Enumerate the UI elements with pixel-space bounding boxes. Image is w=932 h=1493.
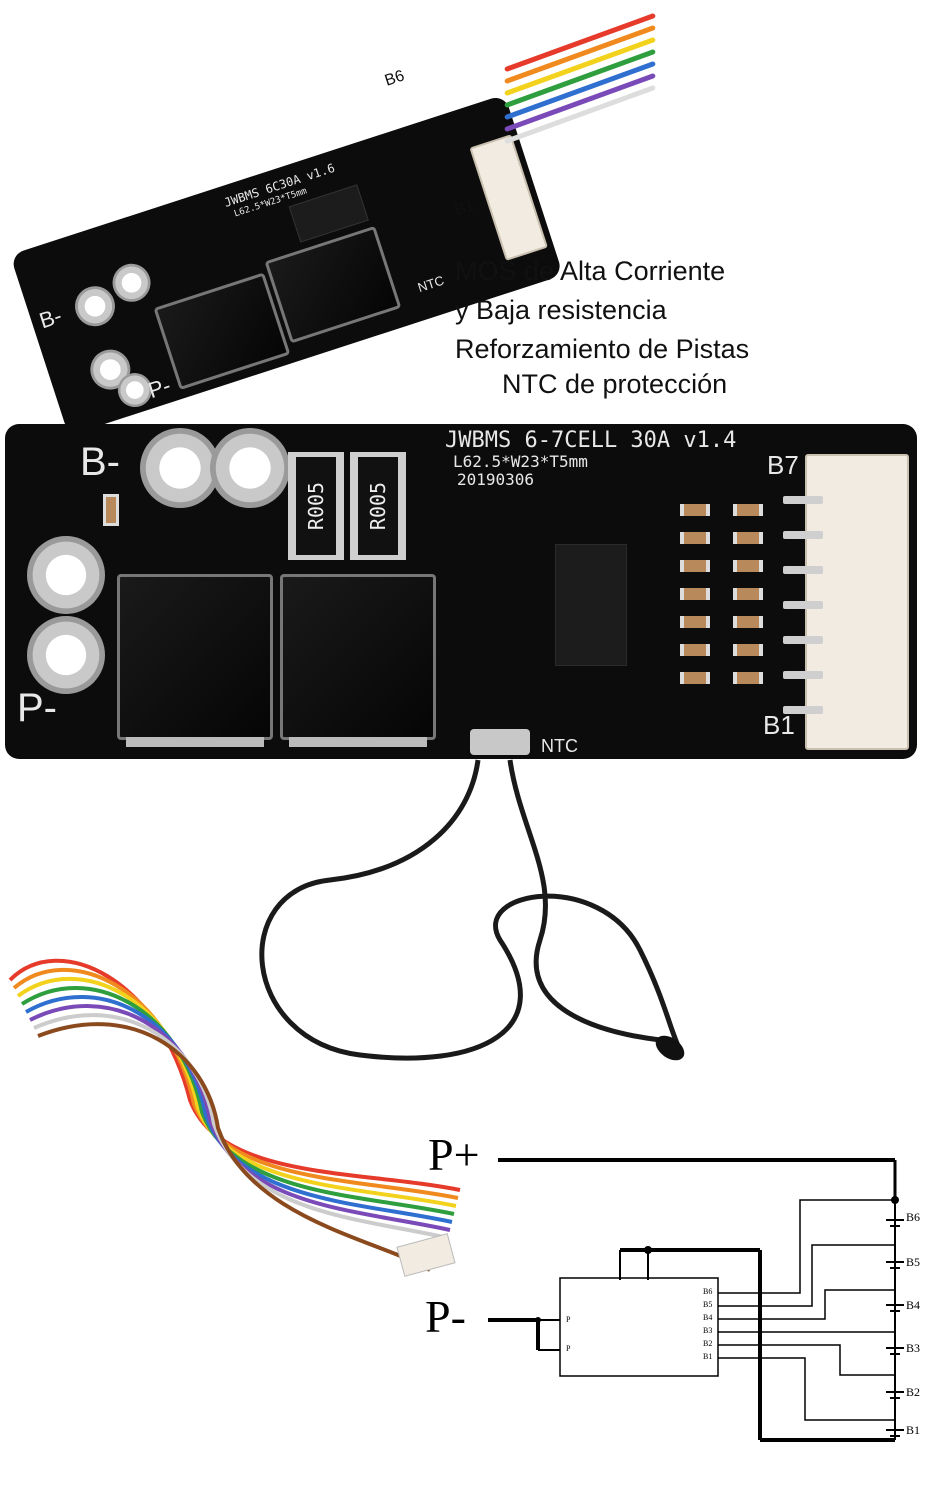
ic-pin-b6: B6	[703, 1287, 713, 1296]
caption-line-1: MOS de Alta Corriente	[455, 256, 726, 286]
ic-pin-p-2: P	[566, 1344, 571, 1353]
label-b1-large: B1	[763, 710, 795, 740]
large-board-dims: L62.5*W23*T5mm	[453, 452, 588, 471]
ic-pin-p-1: P	[566, 1315, 571, 1324]
cell-label-b4: B4	[906, 1298, 921, 1312]
label-p-minus-large: P-	[17, 686, 57, 730]
shunt-resistor-2: R005	[350, 452, 406, 560]
cell-label-b2: B2	[906, 1385, 921, 1399]
harness-connector	[396, 1233, 456, 1277]
pad-b-minus-large-1	[140, 428, 220, 508]
label-b7: B7	[767, 450, 799, 480]
ic-pin-b1: B1	[703, 1352, 713, 1361]
ic-pin-b3: B3	[703, 1326, 713, 1335]
pad-b-minus-large-2	[210, 428, 290, 508]
caption-line-3: Reforzamiento de Pistas	[455, 334, 750, 364]
ntc-bead	[655, 1035, 685, 1061]
pad-p-minus-large-1	[27, 536, 105, 614]
label-p-plus: P+	[428, 1129, 480, 1180]
label-b-minus-large: B-	[80, 440, 120, 484]
balance-wire-harness	[8, 958, 461, 1277]
cell-label-b5: B5	[906, 1255, 921, 1269]
cell-label-b1: B1	[906, 1423, 921, 1437]
ic-pin-b5: B5	[703, 1300, 713, 1309]
ic-pin-b2: B2	[703, 1339, 713, 1348]
ic-pin-b4: B4	[703, 1313, 713, 1322]
protection-ic	[555, 544, 627, 666]
cell-label-b6: B6	[906, 1210, 921, 1224]
cell-label-b3: B3	[906, 1341, 921, 1355]
label-p-minus-schematic: P-	[425, 1291, 466, 1342]
large-board-date: 20190306	[457, 470, 535, 489]
ntc-solder-pads	[470, 729, 530, 755]
caption-line-4: NTC de protección	[502, 369, 728, 399]
large-board-model: JWBMS 6-7CELL 30A v1.4	[445, 428, 737, 453]
caption-line-2: y Baja resistencia	[455, 295, 667, 325]
large-bms-board: B- P- R005 R005 JWBMS 6-7CELL 30A v1.4 L…	[5, 424, 917, 759]
pad-p-minus-large-2	[27, 616, 105, 694]
shunt-resistor-1: R005	[288, 452, 344, 560]
mosfet-large-2	[280, 574, 436, 747]
mosfet-large-1	[117, 574, 273, 747]
bms-ic-block	[559, 1277, 719, 1377]
smd-cap	[103, 494, 119, 526]
balance-connector-large	[783, 454, 909, 750]
label-ntc-large: NTC	[541, 736, 578, 756]
